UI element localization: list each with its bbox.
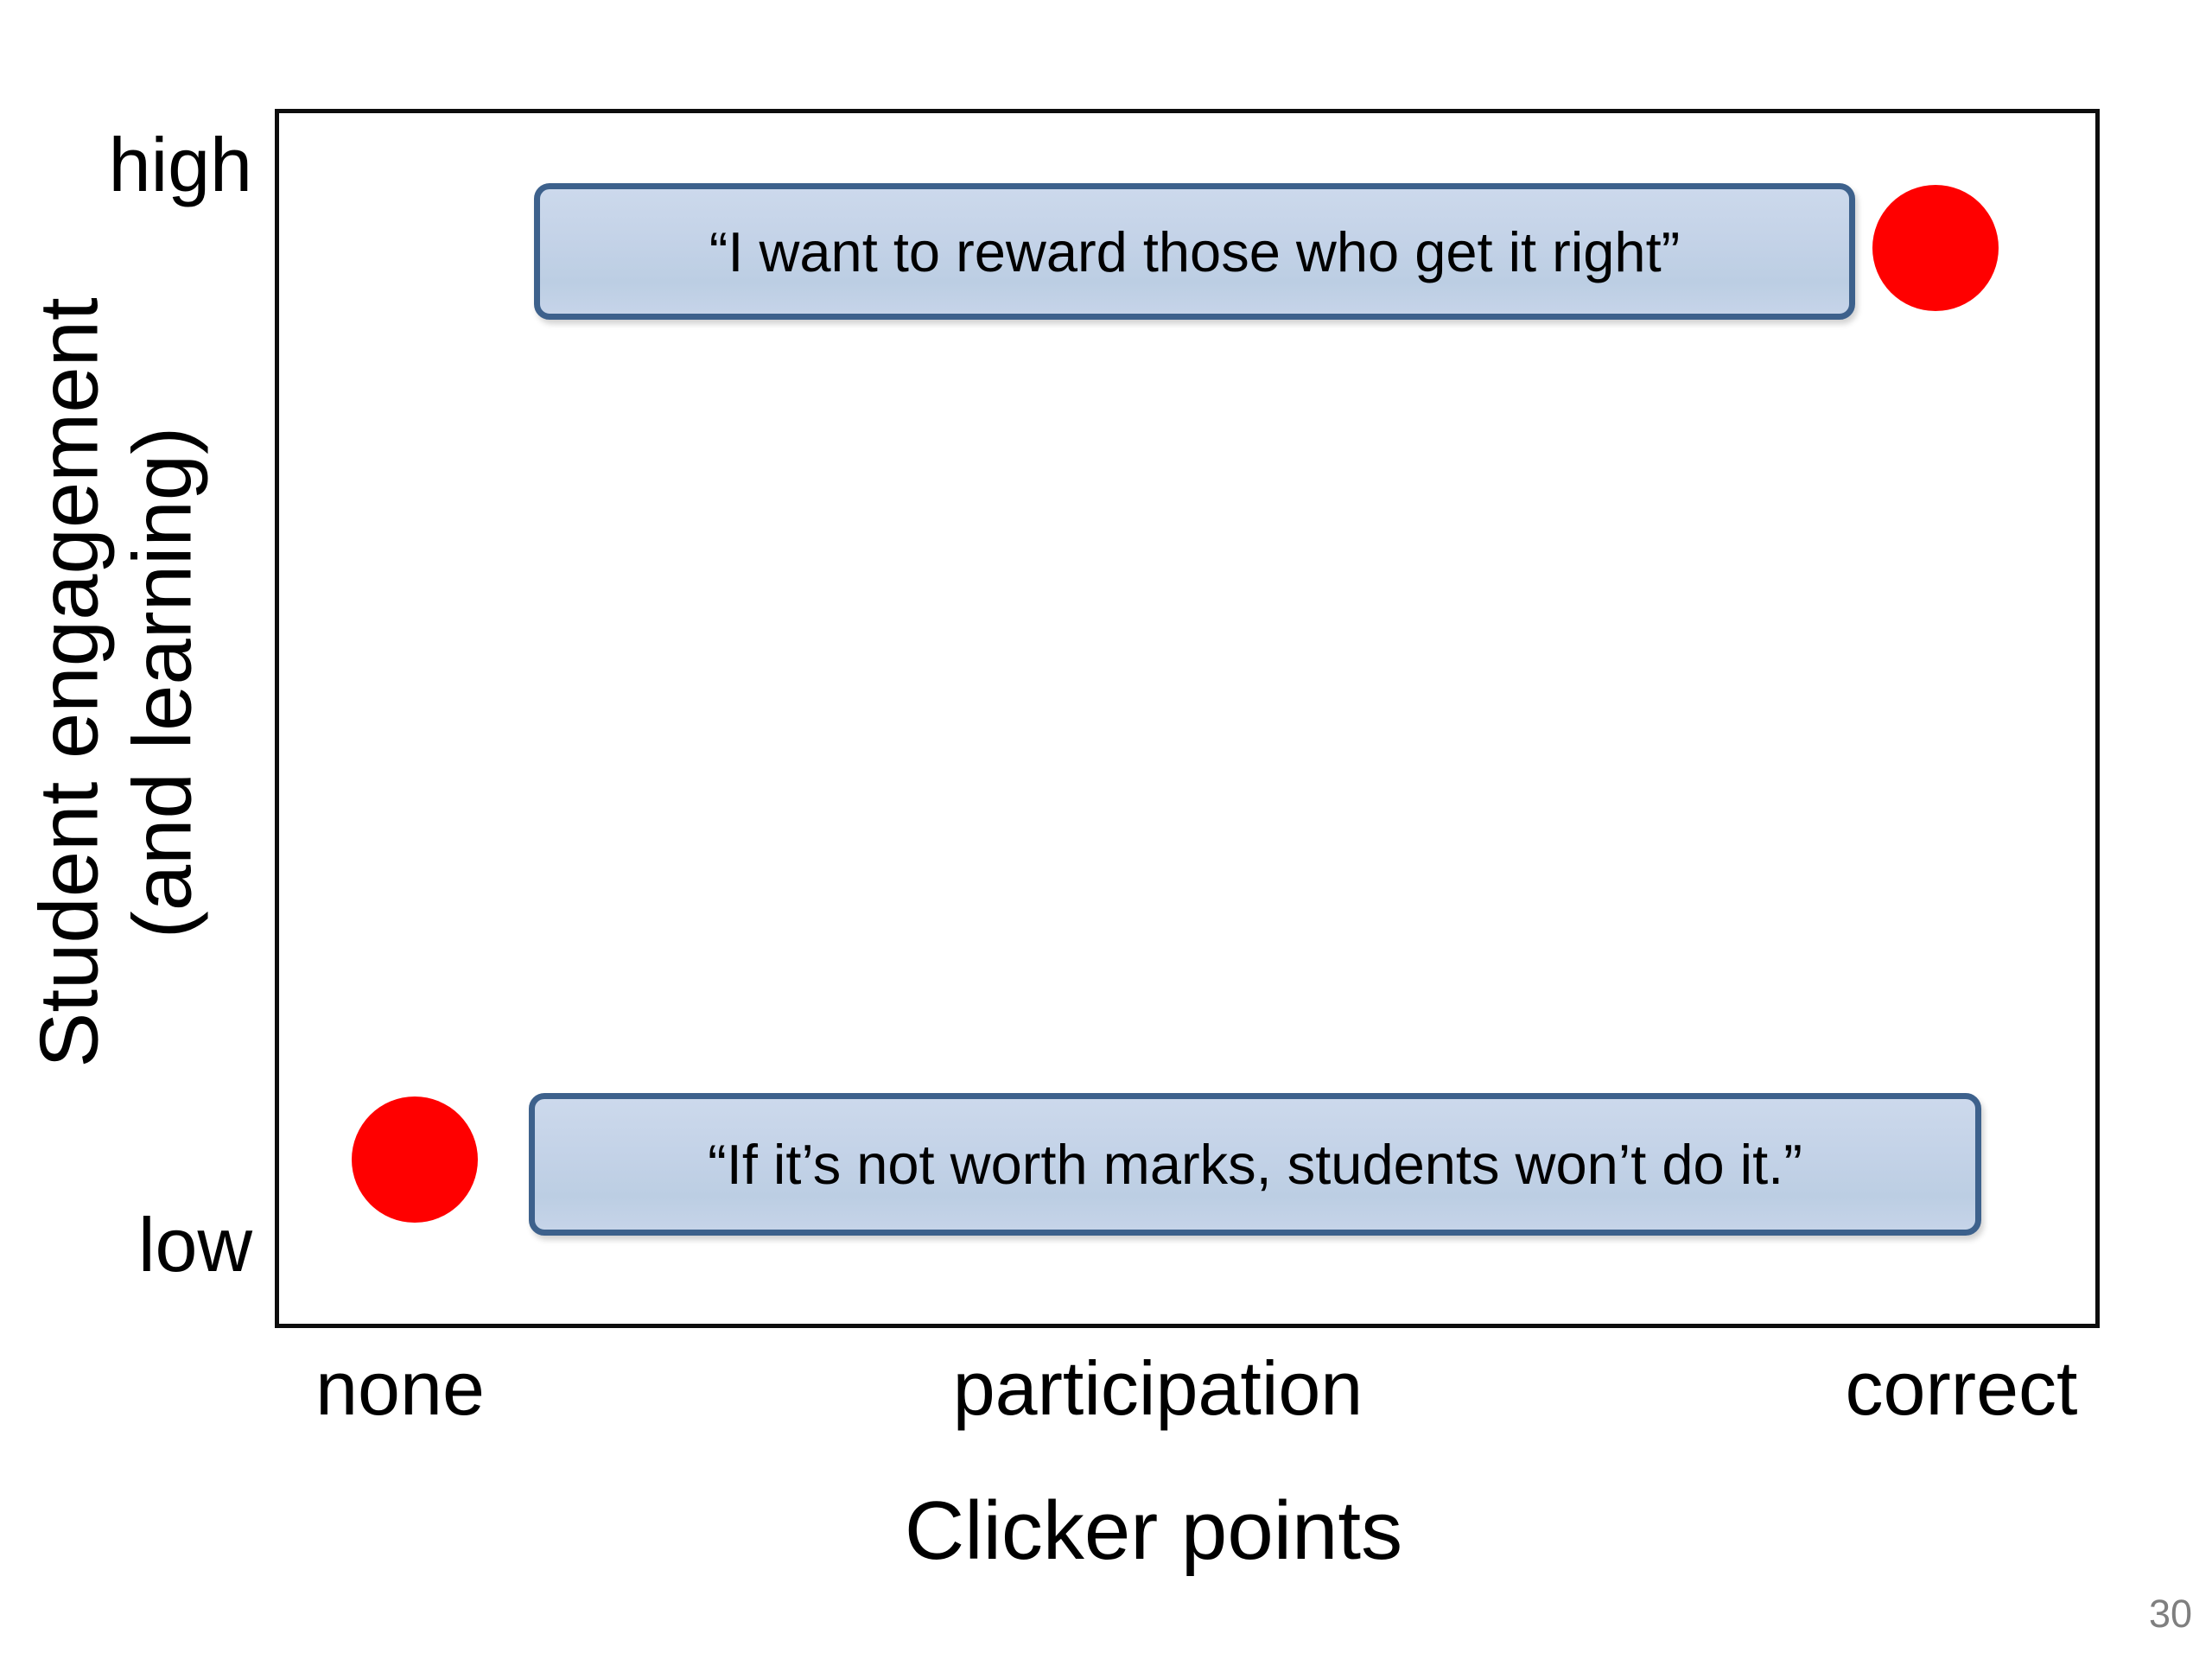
y-tick-low: low: [137, 1202, 252, 1287]
page-number: 30: [2149, 1592, 2193, 1636]
x-tick-participation: participation: [952, 1345, 1363, 1431]
callout-marks-participation: “If it’s not worth marks, students won’t…: [529, 1093, 1981, 1236]
callout-marks-participation-text: “If it’s not worth marks, students won’t…: [708, 1133, 1802, 1196]
x-tick-correct: correct: [1845, 1345, 2078, 1431]
x-axis-title: Clicker points: [904, 1484, 1403, 1577]
data-point-none-low: [352, 1096, 478, 1223]
y-axis-title-line1: Student engagement: [22, 297, 116, 1068]
y-axis-title: Student engagement (and learning): [22, 297, 208, 1067]
data-point-correct-high: [1872, 185, 1999, 311]
y-tick-high: high: [108, 122, 252, 207]
callout-reward-correct-text: “I want to reward those who get it right…: [709, 219, 1681, 283]
y-axis-title-line2: (and learning): [116, 426, 208, 939]
x-tick-none: none: [315, 1345, 485, 1431]
callout-reward-correct: “I want to reward those who get it right…: [534, 183, 1855, 320]
